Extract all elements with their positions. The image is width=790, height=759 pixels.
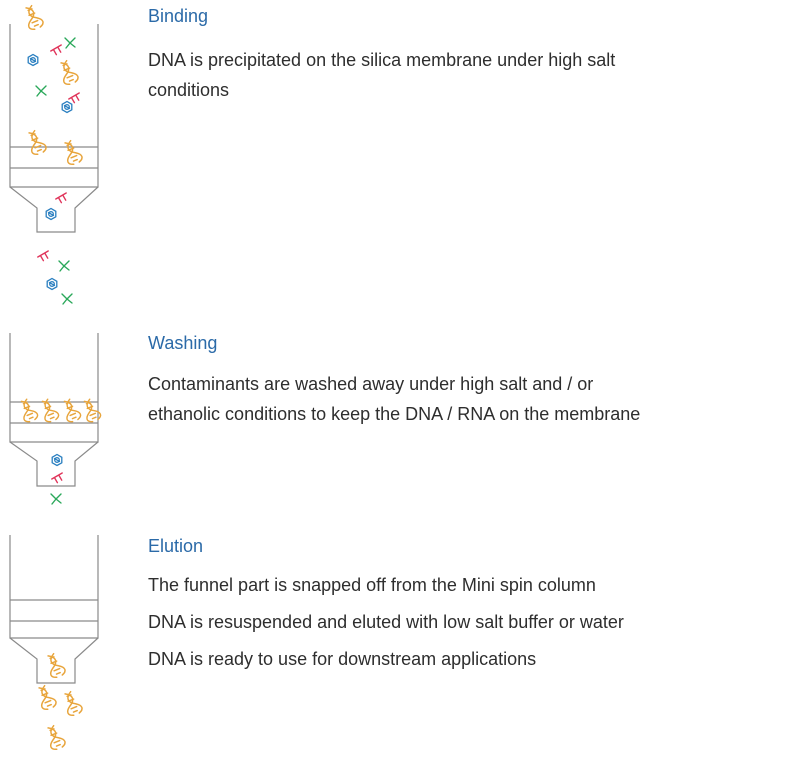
step-washing-line-2: ethanolic conditions to keep the DNA / R…	[148, 404, 641, 424]
dna-helix-icon	[25, 4, 44, 31]
salt-fork-icon	[68, 92, 80, 104]
spin-column-washing	[9, 333, 99, 487]
dna-helix-icon	[64, 690, 83, 717]
dna-helix-icon	[20, 398, 39, 423]
y-molecule-icon	[35, 85, 47, 97]
step-binding-title: Binding	[148, 6, 209, 26]
step-binding-line-2: conditions	[148, 80, 230, 100]
y-molecule-icon	[50, 493, 62, 505]
protein-hexagon-icon	[46, 277, 58, 291]
step-elution-title: Elution	[148, 536, 204, 556]
dna-helix-icon	[47, 724, 66, 751]
salt-fork-icon	[51, 472, 63, 484]
spin-column-binding	[9, 24, 99, 233]
dna-helix-icon	[47, 652, 66, 679]
dna-helix-icon	[60, 59, 79, 86]
dna-helix-icon	[63, 398, 82, 423]
y-molecule-icon	[64, 37, 76, 49]
protein-hexagon-icon	[27, 53, 39, 67]
dna-helix-icon	[41, 398, 60, 423]
dna-helix-icon	[64, 139, 83, 166]
step-washing-title: Washing	[148, 333, 218, 353]
y-molecule-icon	[61, 293, 73, 305]
salt-fork-icon	[50, 44, 62, 56]
y-molecule-icon	[58, 260, 70, 272]
spin-column-elution	[9, 535, 99, 684]
step-elution-line-2: DNA is resuspended and eluted with low s…	[148, 612, 624, 632]
salt-fork-icon	[37, 250, 49, 262]
step-washing-line-1: Contaminants are washed away under high …	[148, 374, 594, 394]
protein-hexagon-icon	[45, 207, 57, 221]
dna-helix-icon	[28, 129, 47, 156]
protein-hexagon-icon	[51, 453, 63, 467]
dna-helix-icon	[83, 398, 102, 423]
salt-fork-icon	[55, 192, 67, 204]
protein-hexagon-icon	[61, 100, 73, 114]
step-elution-line-1: The funnel part is snapped off from the …	[148, 575, 596, 595]
step-elution-line-3: DNA is ready to use for downstream appli…	[148, 649, 537, 669]
dna-helix-icon	[38, 684, 57, 711]
step-binding-line-1: DNA is precipitated on the silica membra…	[148, 50, 616, 70]
